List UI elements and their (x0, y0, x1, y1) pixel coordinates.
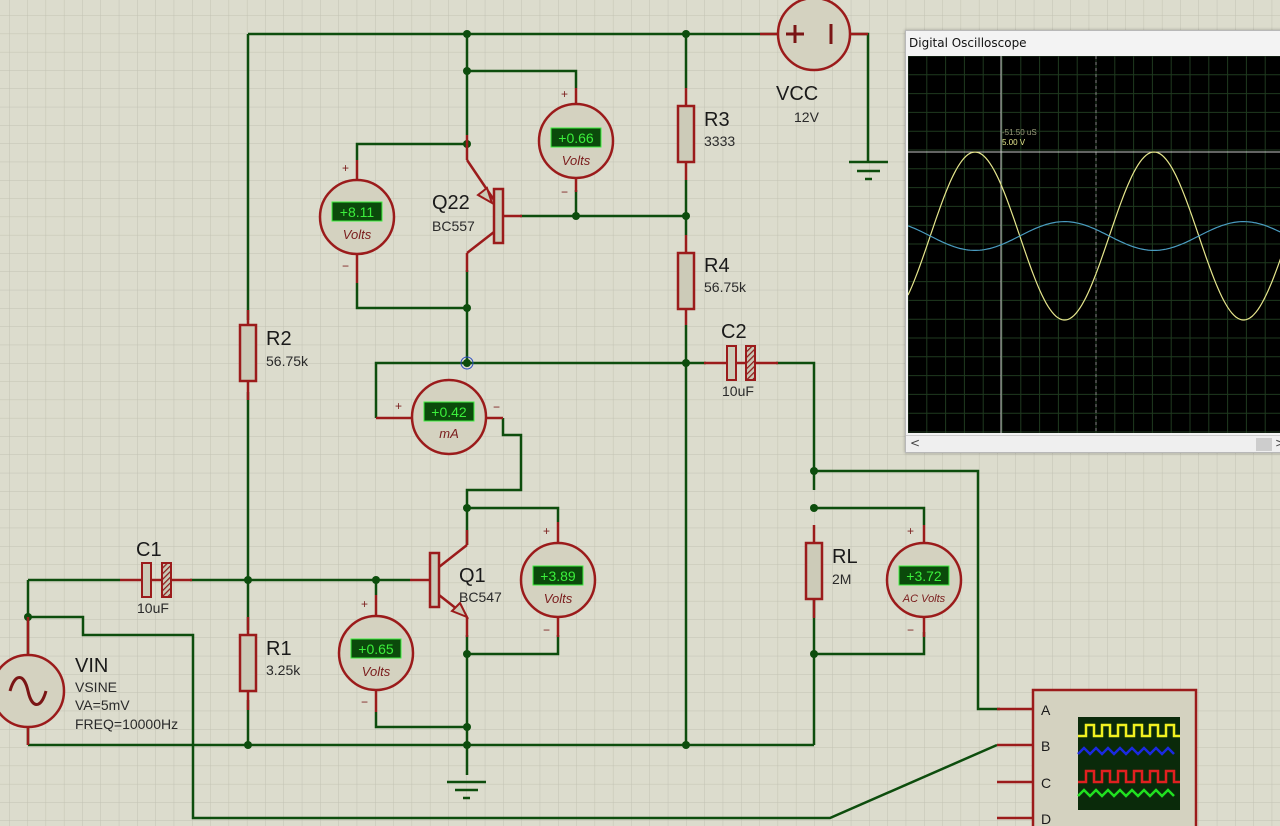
voltmeter-q22-ce[interactable]: +8.11 Volts + − (318, 160, 396, 283)
rl-value: 2M (832, 571, 851, 587)
meter-reading: +0.42 (431, 404, 467, 420)
resistor-r1[interactable]: R1 3.25k (238, 617, 301, 710)
vin-amplitude: VA=5mV (75, 697, 130, 713)
q1-model: BC547 (459, 589, 502, 605)
meter-reading: +0.66 (558, 130, 594, 146)
cursor-time-readout: -51.50 uS (1002, 128, 1037, 137)
meter-reading: +8.11 (340, 204, 375, 220)
r1-name: R1 (266, 638, 292, 660)
minus-sign: − (493, 400, 500, 414)
transistor-q1[interactable]: Q1 BC547 (410, 530, 502, 637)
q22-name: Q22 (432, 192, 470, 214)
voltmeter-q1-ce[interactable]: +3.89 Volts + − (519, 522, 597, 637)
vin-type: VSINE (75, 679, 117, 695)
scroll-right-button[interactable]: > (1275, 436, 1280, 450)
sine-wave-icon (8, 676, 48, 706)
trace-channel-a (907, 151, 1280, 321)
meter-unit: Volts (343, 227, 372, 242)
plus-sign: + (342, 161, 349, 175)
oscilloscope-window[interactable]: Digital Oscilloscope -51.50 uS 5.00 V < … (905, 30, 1280, 453)
minus-sign: − (361, 695, 368, 709)
vcc-source[interactable]: VCC 12V (760, 0, 868, 125)
resistor-r2[interactable]: R2 56.75k (238, 310, 309, 400)
meter-unit: mA (439, 426, 459, 441)
meter-unit: Volts (562, 153, 591, 168)
vin-frequency: FREQ=10000Hz (75, 716, 178, 732)
scroll-left-button[interactable]: < (910, 436, 921, 450)
q1-name: Q1 (459, 565, 486, 587)
vin-source[interactable]: VIN VSINE VA=5mV FREQ=10000Hz (0, 617, 178, 745)
capacitor-c2[interactable]: C2 10uF (704, 321, 778, 399)
pin-a: A (1041, 702, 1051, 718)
plus-sign: + (907, 524, 914, 538)
c1-value: 10uF (137, 600, 169, 616)
resistor-r4[interactable]: R4 56.75k (676, 235, 747, 325)
vin-name: VIN (75, 655, 108, 677)
vcc-value: 12V (794, 109, 820, 125)
c2-name: C2 (721, 321, 747, 343)
voltmeter-q22-eb[interactable]: +0.66 Volts + − (537, 87, 615, 199)
c1-name: C1 (136, 539, 162, 561)
selection-marker (460, 356, 474, 370)
pin-d: D (1041, 811, 1051, 826)
oscilloscope-instrument[interactable]: A B C D (997, 688, 1198, 826)
pin-b: B (1041, 738, 1050, 754)
plus-sign: + (361, 597, 368, 611)
meter-reading: +3.89 (540, 568, 576, 584)
scope-grid (907, 55, 1280, 433)
vcc-name: VCC (776, 83, 818, 105)
r3-name: R3 (704, 109, 730, 131)
plus-sign: + (561, 87, 568, 101)
r2-value: 56.75k (266, 353, 309, 369)
r4-name: R4 (704, 255, 730, 277)
resistor-rl[interactable]: RL 2M (804, 525, 858, 618)
r3-value: 3333 (704, 133, 735, 149)
scope-display[interactable]: -51.50 uS 5.00 V (907, 55, 1280, 433)
scroll-thumb[interactable] (1256, 438, 1272, 451)
c2-value: 10uF (722, 383, 754, 399)
ammeter-collector[interactable]: +0.42 mA + − (376, 378, 503, 456)
minus-sign: − (342, 259, 349, 273)
meter-reading: +0.65 (358, 641, 394, 657)
rl-name: RL (832, 546, 858, 568)
minus-sign: − (907, 623, 914, 637)
trace-channel-b (907, 221, 1280, 251)
r2-name: R2 (266, 328, 292, 350)
r4-value: 56.75k (704, 279, 747, 295)
meter-unit: AC Volts (902, 593, 946, 605)
meter-reading: +3.72 (906, 568, 942, 584)
window-title: Digital Oscilloscope (909, 36, 1027, 50)
junction-dots (24, 30, 818, 749)
pin-c: C (1041, 775, 1051, 791)
resistor-r3[interactable]: R3 3333 (676, 88, 735, 180)
capacitor-c1[interactable]: C1 10uF (120, 539, 192, 616)
voltmeter-q1-be[interactable]: +0.65 Volts + − (337, 595, 415, 712)
ac-voltmeter-load[interactable]: +3.72 AC Volts + − (885, 524, 963, 637)
meter-unit: Volts (544, 591, 573, 606)
plus-sign: + (395, 399, 402, 413)
scope-plot-svg: -51.50 uS 5.00 V (907, 55, 1280, 433)
horizontal-scrollbar[interactable]: < > (906, 435, 1280, 452)
r1-value: 3.25k (266, 662, 301, 678)
minus-sign: − (543, 623, 550, 637)
q22-model: BC557 (432, 218, 475, 234)
meter-unit: Volts (362, 664, 391, 679)
minus-sign: − (561, 185, 568, 199)
scope-screen-icon (1077, 717, 1180, 810)
cursor-voltage-readout: 5.00 V (1002, 138, 1026, 147)
plus-sign: + (543, 524, 550, 538)
transistor-q22[interactable]: Q22 BC557 (432, 135, 522, 272)
